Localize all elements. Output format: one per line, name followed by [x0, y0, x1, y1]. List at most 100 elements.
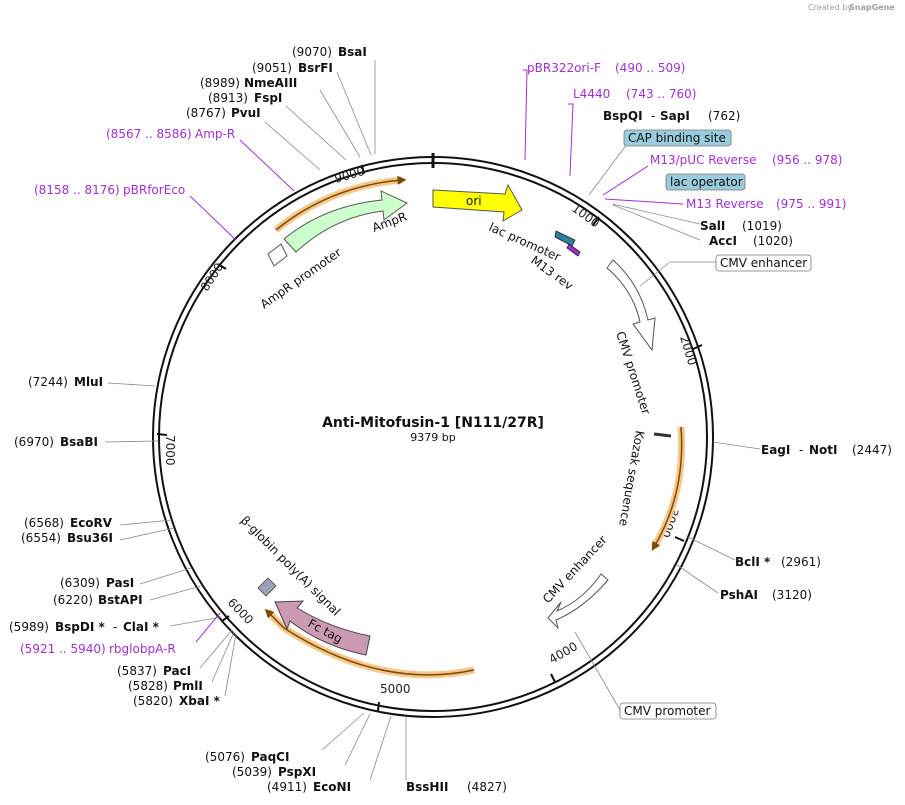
enzyme-bsrfi[interactable]: (9051) BsrFI [252, 61, 333, 75]
svg-text:PaqCI: PaqCI [251, 750, 289, 764]
enzyme-paci[interactable]: (5837) PacI [117, 664, 191, 678]
feature-cmv-enhancer-2[interactable] [547, 573, 609, 630]
svg-text:EagI: EagI [761, 443, 790, 457]
boxed-cmv-promoter[interactable]: CMV promoter [619, 702, 717, 720]
primer-pbrforeco[interactable]: (8158 .. 8176) pBRforEco [34, 183, 185, 197]
svg-text:PasI: PasI [106, 576, 134, 590]
svg-text:BssHII: BssHII [406, 780, 448, 794]
tick-7000: 7000 [156, 433, 177, 466]
svg-text:(8913): (8913) [208, 91, 248, 105]
svg-text:PvuI: PvuI [231, 106, 261, 120]
svg-text:-: - [651, 109, 655, 123]
svg-text:(1020): (1020) [753, 234, 793, 248]
svg-text:(8767): (8767) [186, 106, 226, 120]
feature-lac-promoter[interactable]: lac promoter [487, 220, 576, 264]
svg-text:CAP binding site: CAP binding site [628, 131, 726, 145]
svg-text:(5828): (5828) [128, 679, 168, 693]
svg-text:(490 .. 509): (490 .. 509) [615, 61, 685, 75]
svg-text:(5039): (5039) [232, 765, 272, 779]
feature-ori[interactable]: ori [432, 183, 523, 222]
enzyme-mlui[interactable]: (7244) MluI [28, 375, 103, 389]
svg-text:1000: 1000 [569, 201, 602, 230]
primer-m13-puc-reverse[interactable]: M13/pUC Reverse (956 .. 978) [650, 153, 842, 167]
svg-text:(8989): (8989) [200, 76, 240, 90]
primer-amp-r[interactable]: (8567 .. 8586) Amp-R [106, 127, 235, 141]
svg-text:(9051): (9051) [252, 61, 292, 75]
tick-4000: 4000 [547, 639, 580, 683]
svg-text:M13/pUC Reverse: M13/pUC Reverse [650, 153, 757, 167]
primer-rbglobpa-r[interactable]: (5921 .. 5940) rbglobpA-R [20, 642, 176, 656]
svg-text:SalI: SalI [700, 219, 725, 233]
enzyme-pshai[interactable]: PshAI (3120) [720, 588, 812, 602]
enzyme-pasi[interactable]: (6309) PasI [60, 576, 134, 590]
svg-text:4000: 4000 [547, 639, 580, 666]
svg-text:7000: 7000 [163, 435, 177, 466]
brand-product: SnapGene [849, 3, 895, 12]
svg-text:BclI *: BclI * [735, 555, 771, 569]
enzyme-pvui[interactable]: (8767) PvuI [186, 106, 261, 120]
feature-kozak[interactable] [653, 432, 672, 438]
svg-text:BsrFI: BsrFI [298, 61, 333, 75]
svg-text:(5989): (5989) [9, 620, 49, 634]
enzyme-bspqi-sapi[interactable]: BspQI - SapI (762) [603, 109, 740, 123]
primer-m13-reverse[interactable]: M13 Reverse (975 .. 991) [686, 197, 846, 211]
enzyme-bspdi-clai[interactable]: (5989) BspDI * - ClaI * [9, 620, 160, 634]
svg-text:(2961): (2961) [781, 555, 821, 569]
enzyme-econi[interactable]: (4911) EcoNI [267, 780, 351, 794]
svg-text:(8158 .. 8176): (8158 .. 8176) [34, 183, 120, 197]
feature-ampr-promoter[interactable]: AmpR promoter [258, 243, 344, 311]
svg-text:-: - [799, 443, 803, 457]
svg-text:BspQI: BspQI [603, 109, 643, 123]
enzyme-sali[interactable]: SalI (1019) [700, 219, 782, 233]
enzyme-pmli[interactable]: (5828) PmlI [128, 679, 203, 693]
enzyme-bsshii[interactable]: BssHII (4827) [406, 780, 507, 794]
svg-text:(7244): (7244) [28, 375, 68, 389]
primer-l4440[interactable]: L4440 (743 .. 760) [573, 87, 696, 101]
svg-text:EcoRV: EcoRV [70, 516, 113, 530]
primer-pbr322ori-f[interactable]: pBR322ori-F (490 .. 509) [527, 61, 685, 75]
enzyme-paqci[interactable]: (5076) PaqCI [205, 750, 289, 764]
enzyme-xbai[interactable]: (5820) XbaI * [133, 694, 221, 708]
tick-5000: 5000 [377, 682, 411, 712]
svg-text:(4911): (4911) [267, 780, 307, 794]
svg-text:6000: 6000 [225, 595, 256, 627]
svg-text:pBR322ori-F: pBR322ori-F [527, 61, 601, 75]
svg-text:(9070): (9070) [292, 45, 332, 59]
enzyme-bstapi[interactable]: (6220) BstAPI [53, 593, 143, 607]
brand-created-by: Created by [808, 3, 852, 12]
svg-text:-: - [113, 620, 117, 634]
svg-text:PshAI: PshAI [720, 588, 758, 602]
svg-text:(8567 .. 8586): (8567 .. 8586) [106, 127, 192, 141]
svg-text:(1019): (1019) [742, 219, 782, 233]
feature-cmv-enhancer-1[interactable] [606, 259, 656, 352]
svg-text:5000: 5000 [380, 682, 411, 696]
primer-leader-lines [189, 69, 684, 643]
enzyme-fspi[interactable]: (8913) FspI [208, 91, 282, 105]
svg-text:(2447): (2447) [852, 443, 892, 457]
enzyme-bcli[interactable]: BclI * (2961) [735, 555, 821, 569]
enzyme-bsai[interactable]: (9070) BsaI [292, 45, 367, 59]
svg-text:(5921 .. 5940): (5921 .. 5940) [20, 642, 106, 656]
svg-text:lac operator: lac operator [670, 175, 743, 189]
svg-text:MluI: MluI [74, 375, 103, 389]
svg-text:PacI: PacI [163, 664, 191, 678]
feature-beta-globin-polya[interactable] [257, 577, 277, 597]
enzyme-ecorv[interactable]: (6568) EcoRV [24, 516, 113, 530]
enzyme-acci[interactable]: AccI (1020) [709, 234, 793, 248]
svg-text:(6970): (6970) [14, 435, 54, 449]
svg-text:BspDI *: BspDI * [55, 620, 105, 634]
tick-1000: 1000 [569, 201, 602, 230]
feature-ampr[interactable]: AmpR [283, 190, 409, 253]
boxed-cmv-enhancer[interactable]: CMV enhancer [715, 254, 812, 272]
enzyme-bsabi[interactable]: (6970) BsaBI [14, 435, 98, 449]
svg-text:rbglobpA-R: rbglobpA-R [109, 642, 176, 656]
boxed-lac-operator[interactable]: lac operator [665, 173, 746, 191]
svg-text:(3120): (3120) [772, 588, 812, 602]
enzyme-nmeaiii[interactable]: (8989) NmeAIII [200, 76, 297, 90]
enzyme-pspxi[interactable]: (5039) PspXI [232, 765, 316, 779]
boxed-cap-binding-site[interactable]: CAP binding site [623, 129, 732, 147]
enzyme-bsu36i[interactable]: (6554) Bsu36I [21, 531, 113, 545]
svg-text:9000: 9000 [333, 164, 366, 186]
enzyme-eagi-noti[interactable]: EagI - NotI (2447) [761, 443, 892, 457]
